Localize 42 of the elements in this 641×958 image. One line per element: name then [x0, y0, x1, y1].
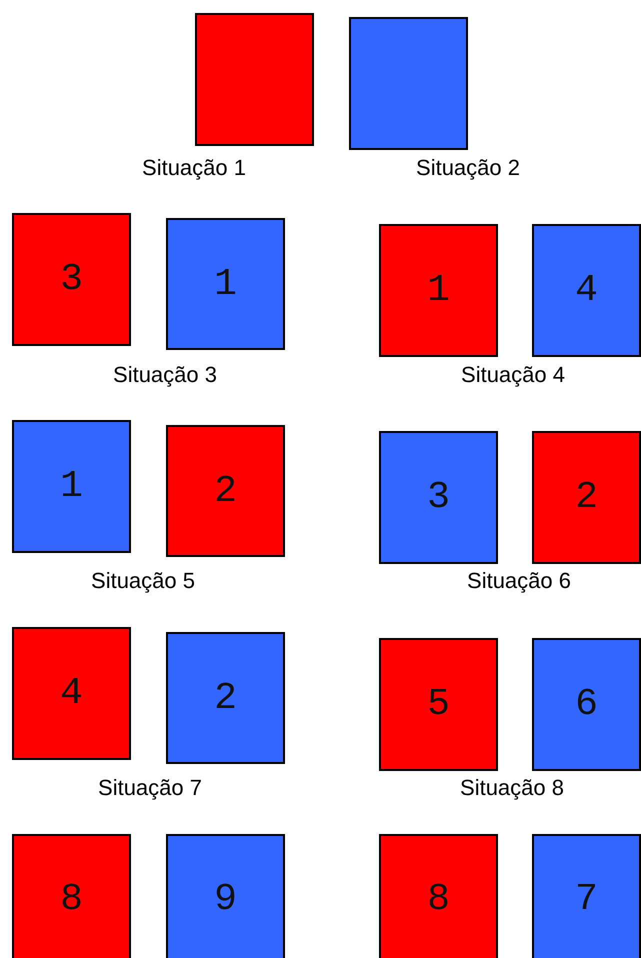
card [379, 834, 498, 958]
card-number: 9 [214, 878, 237, 920]
card [379, 224, 498, 357]
card [166, 834, 285, 958]
caption: Situação 2 [416, 155, 520, 181]
card-number: 8 [427, 878, 450, 920]
card-number: 2 [214, 470, 237, 512]
card [532, 638, 641, 771]
card [12, 420, 131, 553]
card [349, 17, 468, 150]
card-number: 1 [214, 262, 237, 306]
card [195, 13, 314, 146]
caption: Situação 7 [98, 775, 202, 801]
card [379, 431, 498, 564]
card [532, 834, 641, 958]
card [379, 638, 498, 771]
card-number: 5 [427, 683, 450, 726]
card-number: 4 [575, 269, 598, 312]
card-number: 3 [60, 258, 83, 301]
card [166, 218, 285, 350]
card [532, 224, 641, 357]
card [12, 627, 131, 760]
card-number: 7 [575, 878, 598, 920]
card [166, 425, 285, 557]
caption: Situação 4 [461, 362, 565, 388]
card [532, 431, 641, 564]
card [12, 213, 131, 346]
card-number: 6 [575, 683, 598, 726]
card-number: 3 [427, 476, 450, 519]
card-number: 1 [427, 269, 450, 312]
card-number: 2 [575, 476, 598, 519]
card [166, 632, 285, 764]
card-number: 4 [60, 672, 83, 715]
caption: Situação 8 [460, 775, 564, 801]
caption: Situação 5 [91, 568, 195, 594]
caption: Situação 3 [113, 362, 217, 388]
card [12, 834, 131, 958]
card-number: 2 [214, 676, 237, 720]
caption: Situação 6 [467, 568, 571, 594]
caption: Situação 1 [142, 155, 246, 181]
card-number: 8 [60, 878, 83, 920]
card-number: 1 [60, 465, 83, 508]
